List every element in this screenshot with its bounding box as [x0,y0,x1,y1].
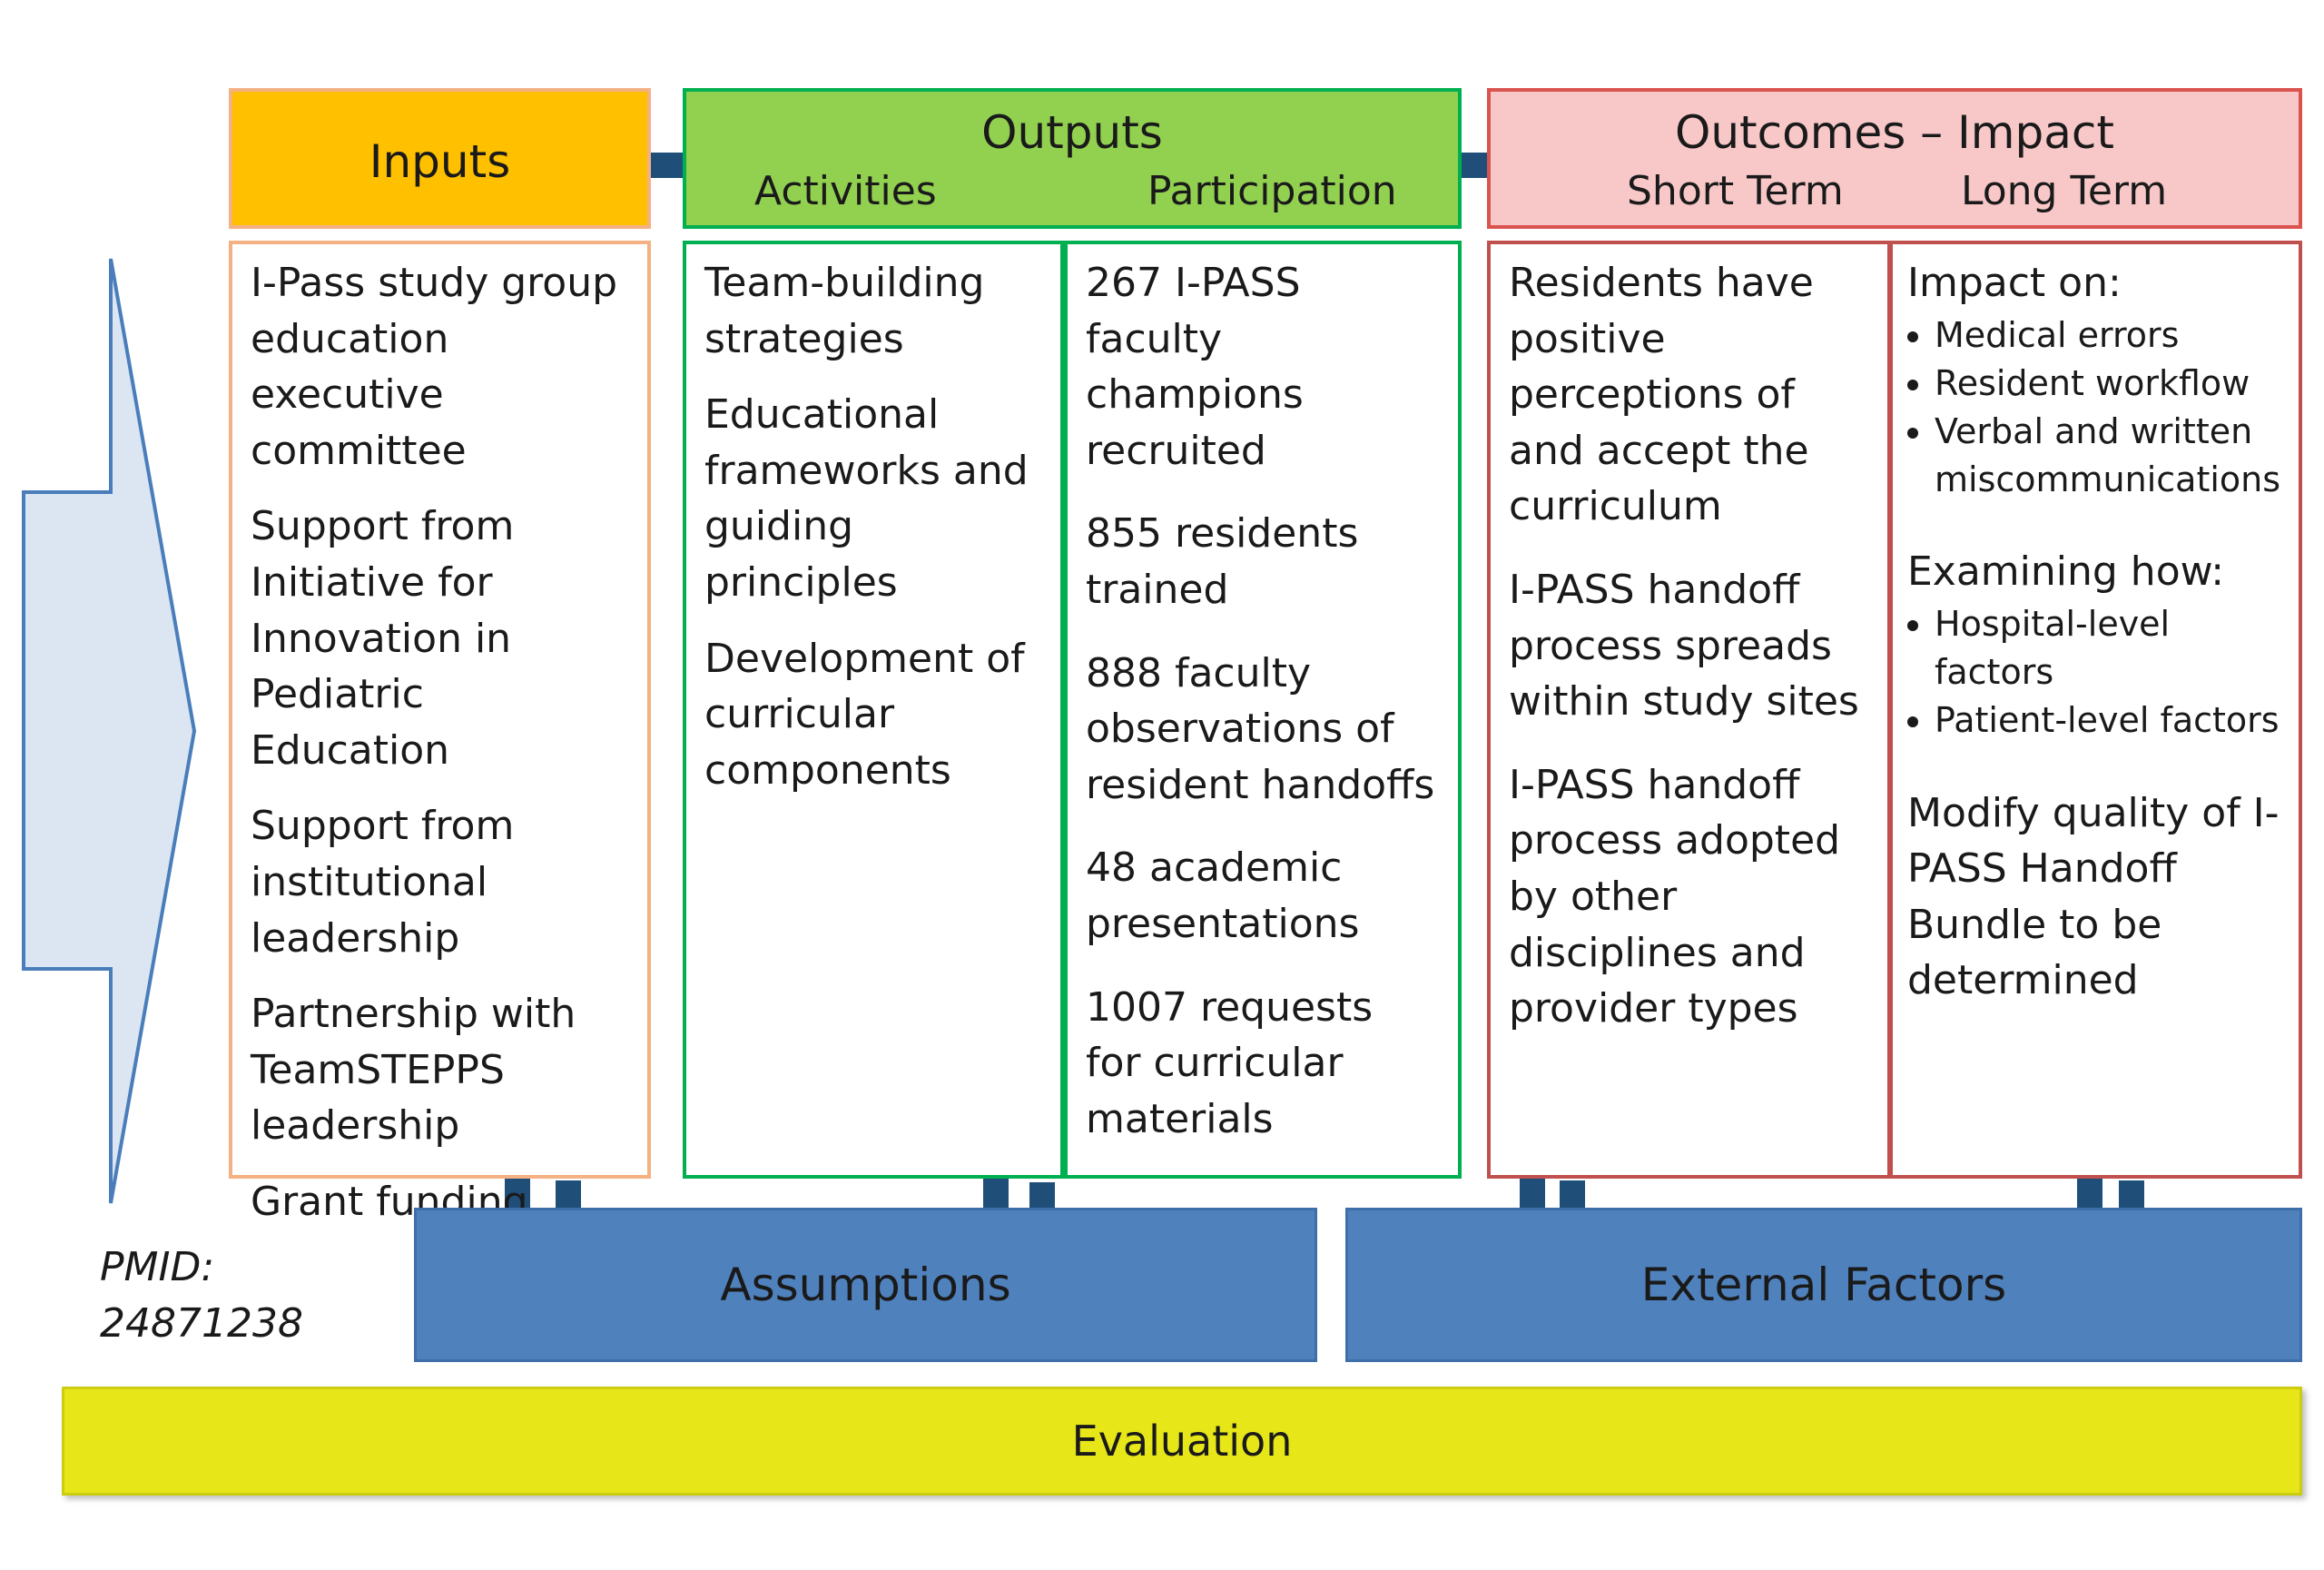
impact-item: Medical errors [1935,311,2280,360]
input-item: Partnership with TeamSTEPPS leadership [251,991,576,1150]
examining-item: Hospital-level factors [1935,600,2280,696]
inputs-box: I-Pass study group education executive c… [229,241,651,1225]
activity-item: Educational frameworks and guiding princ… [704,391,1029,606]
input-item: Support from Initiative for Innovation i… [251,503,515,774]
outcomes-header: Outcomes – Impact Short Term Long Term [1487,88,2302,229]
assumptions-bar: Assumptions [414,1208,1317,1362]
participation-item: 48 academic presentations [1086,844,1360,947]
long-term-box: Impact on: Medical errors Resident workf… [1889,241,2302,1179]
short-term-subheader: Short Term [1627,168,1844,214]
short-term-item: Residents have positive perceptions of a… [1509,260,1814,530]
pmid-label: PMID: [100,1244,215,1290]
examining-item: Patient-level factors [1935,696,2280,745]
pmid-citation: PMID: 24871238 [100,1239,303,1351]
outcomes-header-title: Outcomes – Impact [1675,106,2114,159]
input-item: I-Pass study group education executive c… [251,260,618,474]
impact-item: Resident workflow [1935,360,2280,408]
short-term-item: I-PASS handoff process adopted by other … [1509,761,1841,1032]
evaluation-bar: Evaluation [62,1387,2302,1496]
pmid-value: 24871238 [100,1299,303,1347]
impact-item: Verbal and written miscommunications [1935,408,2280,504]
participation-subheader: Participation [1147,168,1397,214]
participation-item: 888 faculty observations of resident han… [1086,649,1435,808]
assumptions-label: Assumptions [720,1259,1011,1311]
big-input-arrow [22,258,197,1204]
participation-item: 855 residents trained [1086,510,1359,613]
outputs-header: Outputs Activities Participation [683,88,1462,229]
activity-item: Development of curricular components [704,635,1025,794]
inputs-header-title: Inputs [369,135,511,188]
activities-subheader: Activities [754,168,937,214]
evaluation-label: Evaluation [1071,1417,1293,1466]
long-term-subheader: Long Term [1961,168,2168,214]
examining-heading: Examining how: [1907,548,2225,596]
inputs-header: Inputs [229,88,651,229]
short-term-box: Residents have positive perceptions of a… [1487,241,1891,1179]
impact-heading: Impact on: [1907,260,2122,306]
participation-item: 1007 requests for curricular materials [1086,983,1374,1142]
participation-item: 267 I-PASS faculty champions recruited [1086,260,1304,474]
examining-list: Hospital-level factors Patient-level fac… [1907,600,2280,746]
input-item: Support from institutional leadership [251,803,515,962]
external-factors-bar: External Factors [1345,1208,2302,1362]
activities-box: Team-building strategies Educational fra… [683,241,1064,1179]
external-factors-label: External Factors [1640,1259,2007,1311]
short-term-item: I-PASS handoff process spreads within st… [1509,566,1859,726]
impact-list: Medical errors Resident workflow Verbal … [1907,311,2280,505]
outputs-header-title: Outputs [981,106,1163,159]
activity-item: Team-building strategies [704,260,985,362]
modify-text: Modify quality of I-PASS Handoff Bundle … [1907,789,2280,1004]
participation-box: 267 I-PASS faculty champions recruited 8… [1064,241,1462,1179]
